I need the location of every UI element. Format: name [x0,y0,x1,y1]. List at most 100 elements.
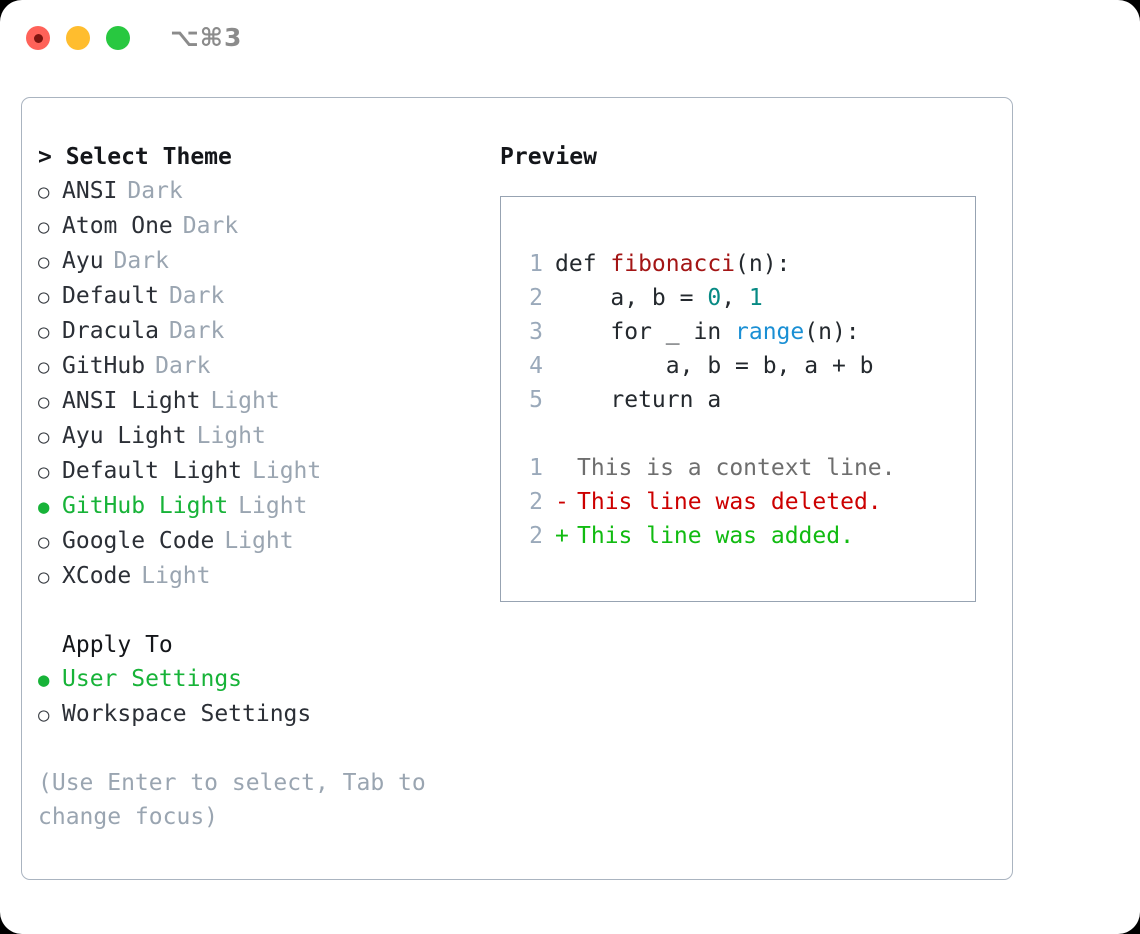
theme-option-default-light[interactable]: ○ Default Light Light [38,454,478,489]
zoom-button[interactable] [106,26,130,50]
code-line-text: return a [555,383,721,417]
theme-option-ayu-light[interactable]: ○ Ayu Light Light [38,419,478,454]
code-line-text: def fibonacci(n): [555,247,790,281]
apply-to-option-label: Workspace Settings [62,701,312,727]
radio-unselected-icon: ○ [38,566,50,588]
radio-unselected-icon: ○ [38,356,50,378]
theme-option-tag: Light [141,563,211,589]
code-line: 3 for _ in range(n): [515,315,975,349]
theme-option-google-code[interactable]: ○ Google Code Light [38,524,478,559]
theme-option-xcode[interactable]: ○ XCode Light [38,559,478,594]
theme-option-label: Ayu [62,248,104,274]
preview-header: Preview [500,144,597,170]
diff-line-ctx: 1 This is a context line. [515,451,975,485]
theme-option-label: Ayu Light [62,423,187,449]
code-token-num: 0 [707,285,722,311]
diff-line-number: 1 [529,455,543,481]
theme-option-ansi[interactable]: ○ ANSI Dark [38,174,478,209]
theme-option-label: Atom One [62,213,173,239]
code-token-call: range [735,319,805,345]
theme-option-label: Dracula [62,318,159,344]
code-token-plain: , [721,285,749,311]
code-line: 2 a, b = 0, 1 [515,281,975,315]
theme-option-label: XCode [62,563,132,589]
apply-to-option-workspace-settings[interactable]: ○ Workspace Settings [38,697,478,732]
diff-line-number: 2 [529,523,543,549]
code-token-fn: fibonacci [610,251,736,277]
theme-option-default[interactable]: ○ Default Dark [38,279,478,314]
theme-option-label: Google Code [62,528,215,554]
radio-unselected-icon: ○ [38,251,50,273]
diff-line-text: This is a context line. [577,455,896,481]
minimize-button[interactable] [66,26,90,50]
theme-option-tag: Dark [113,248,169,274]
window-controls [26,26,130,50]
theme-option-tag: Dark [127,178,183,204]
theme-option-ayu[interactable]: ○ Ayu Dark [38,244,478,279]
radio-unselected-icon: ○ [38,181,50,203]
theme-option-ansi-light[interactable]: ○ ANSI Light Light [38,384,478,419]
radio-unselected-icon: ○ [38,391,50,413]
select-theme-header: > Select Theme [38,144,232,170]
apply-to-list: ●User Settings ○ Workspace Settings [38,662,478,732]
code-line-number: 1 [529,251,543,277]
radio-unselected-icon: ○ [38,704,50,726]
theme-option-tag: Dark [155,353,211,379]
code-token-plain: for _ in [555,319,736,345]
code-line-number: 5 [529,387,543,413]
apply-to-header: Apply To [62,632,173,658]
code-line-text: a, b = b, a + b [555,349,874,383]
close-button[interactable] [26,26,50,50]
diff-line-del: 2-This line was deleted. [515,485,975,519]
apply-to-option-user-settings[interactable]: ●User Settings [38,662,478,697]
theme-option-label: Default [62,283,159,309]
code-line-number: 4 [529,353,543,379]
hint-spacer [38,732,478,766]
title-bar: ⌥⌘3 [0,0,1140,78]
theme-option-tag: Dark [168,318,225,344]
theme-option-label: Default Light [62,458,243,484]
theme-option-tag: Light [210,388,280,414]
theme-option-tag: Light [238,493,308,519]
theme-option-label: ANSI [62,178,118,204]
theme-option-tag: Light [252,458,322,484]
code-line-text: for _ in range(n): [555,315,860,349]
diff-marker [555,451,577,485]
radio-unselected-icon: ○ [38,321,50,343]
code-line: 5 return a [515,383,975,417]
theme-option-tag: Light [224,528,294,554]
radio-selected-icon: ● [38,669,50,691]
radio-selected-icon: ● [38,496,50,518]
theme-option-github[interactable]: ○ GitHub Dark [38,349,478,384]
diff-line-text: This line was added. [577,523,854,549]
diff-sample: 1 This is a context line.2-This line was… [515,451,975,553]
code-token-plain: (n): [804,319,860,345]
radio-unselected-icon: ○ [38,426,50,448]
theme-option-tag: Dark [168,283,225,309]
code-line: 4 a, b = b, a + b [515,349,975,383]
radio-unselected-icon: ○ [38,286,50,308]
theme-option-label: GitHub [62,353,146,379]
keyboard-shortcut-label: ⌥⌘3 [170,23,243,52]
theme-option-label: GitHub Light [62,493,229,519]
diff-line-add: 2+This line was added. [515,519,975,553]
code-line-number: 2 [529,285,543,311]
code-diff-spacer [515,417,975,451]
theme-option-label: ANSI Light [62,388,201,414]
code-token-plain: a, b = b, a + b [555,353,874,379]
radio-unselected-icon: ○ [38,461,50,483]
radio-unselected-icon: ○ [38,531,50,553]
theme-option-tag: Light [196,423,266,449]
diff-marker: - [555,489,569,515]
theme-option-dracula[interactable]: ○ Dracula Dark [38,314,478,349]
diff-line-text: This line was deleted. [577,489,882,515]
theme-option-github-light[interactable]: ● GitHub Light Light [38,489,478,524]
code-token-num: 1 [748,285,763,311]
